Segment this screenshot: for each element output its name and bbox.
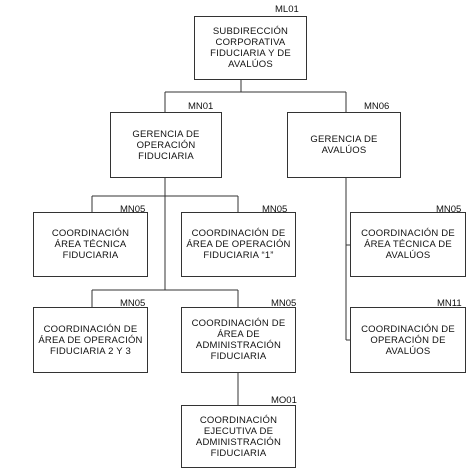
node-title: COORDINACIÓN DE ÁREA DE OPERACIÓN FIDUCI… (38, 323, 143, 357)
org-node-coordinacion-operacion-avaluos[interactable]: COORDINACIÓN DE OPERACIÓN DE AVALÚOS (350, 307, 466, 373)
node-code-administracion-fiduciaria: MN05 (271, 298, 297, 309)
node-title: COORDINACIÓN DE ÁREA DE OPERACIÓN FIDUCI… (186, 228, 291, 261)
node-code-ml01: ML01 (275, 4, 299, 15)
node-code-operacion-fiduciaria-2-3: MN05 (120, 298, 146, 309)
node-code-mn01: MN01 (188, 101, 214, 112)
node-code-tecnica-fiduciaria: MN05 (120, 204, 146, 215)
org-node-subdireccion-corporativa[interactable]: SUBDIRECCIÓN CORPORATIVA FIDUCIARIA Y DE… (194, 16, 307, 80)
node-code-operacion-fiduciaria-1: MN05 (262, 204, 288, 215)
org-node-coordinacion-ejecutiva-administracion[interactable]: COORDINACIÓN EJECUTIVA DE ADMINISTRACIÓN… (181, 405, 296, 468)
node-title: COORDINACIÓN DE ÁREA TÉCNICA DE AVALÚOS (361, 228, 455, 261)
org-node-coordinacion-operacion-fiduciaria-1[interactable]: COORDINACIÓN DE ÁREA DE OPERACIÓN FIDUCI… (181, 212, 296, 277)
node-title: GERENCIA DE OPERACIÓN FIDUCIARIA (132, 128, 200, 162)
node-title: SUBDIRECCIÓN CORPORATIVA FIDUCIARIA Y DE… (210, 26, 291, 70)
org-node-coordinacion-tecnica-fiduciaria[interactable]: COORDINACIÓN ÁREA TÉCNICA FIDUCIARIA (33, 212, 148, 277)
node-title: COORDINACIÓN EJECUTIVA DE ADMINISTRACIÓN… (195, 414, 282, 459)
node-title: GERENCIA DE AVALÚOS (310, 134, 378, 156)
node-title: COORDINACIÓN ÁREA TÉCNICA FIDUCIARIA (51, 228, 130, 261)
node-code-tecnica-avaluos: MN05 (436, 204, 462, 215)
org-node-coordinacion-administracion-fiduciaria[interactable]: COORDINACIÓN DE ÁREA DE ADMINISTRACIÓN F… (181, 307, 296, 373)
node-code-mo01: MO01 (271, 395, 297, 406)
org-node-gerencia-operacion-fiduciaria[interactable]: GERENCIA DE OPERACIÓN FIDUCIARIA (110, 112, 222, 178)
node-code-mn06: MN06 (364, 101, 390, 112)
node-code-mn11: MN11 (437, 298, 462, 309)
org-node-coordinacion-tecnica-avaluos[interactable]: COORDINACIÓN DE ÁREA TÉCNICA DE AVALÚOS (350, 212, 466, 277)
org-node-coordinacion-operacion-fiduciaria-2-3[interactable]: COORDINACIÓN DE ÁREA DE OPERACIÓN FIDUCI… (33, 307, 148, 373)
node-title: COORDINACIÓN DE OPERACIÓN DE AVALÚOS (361, 323, 455, 357)
node-title: COORDINACIÓN DE ÁREA DE ADMINISTRACIÓN F… (191, 318, 286, 362)
org-node-gerencia-avaluos[interactable]: GERENCIA DE AVALÚOS (287, 112, 401, 178)
